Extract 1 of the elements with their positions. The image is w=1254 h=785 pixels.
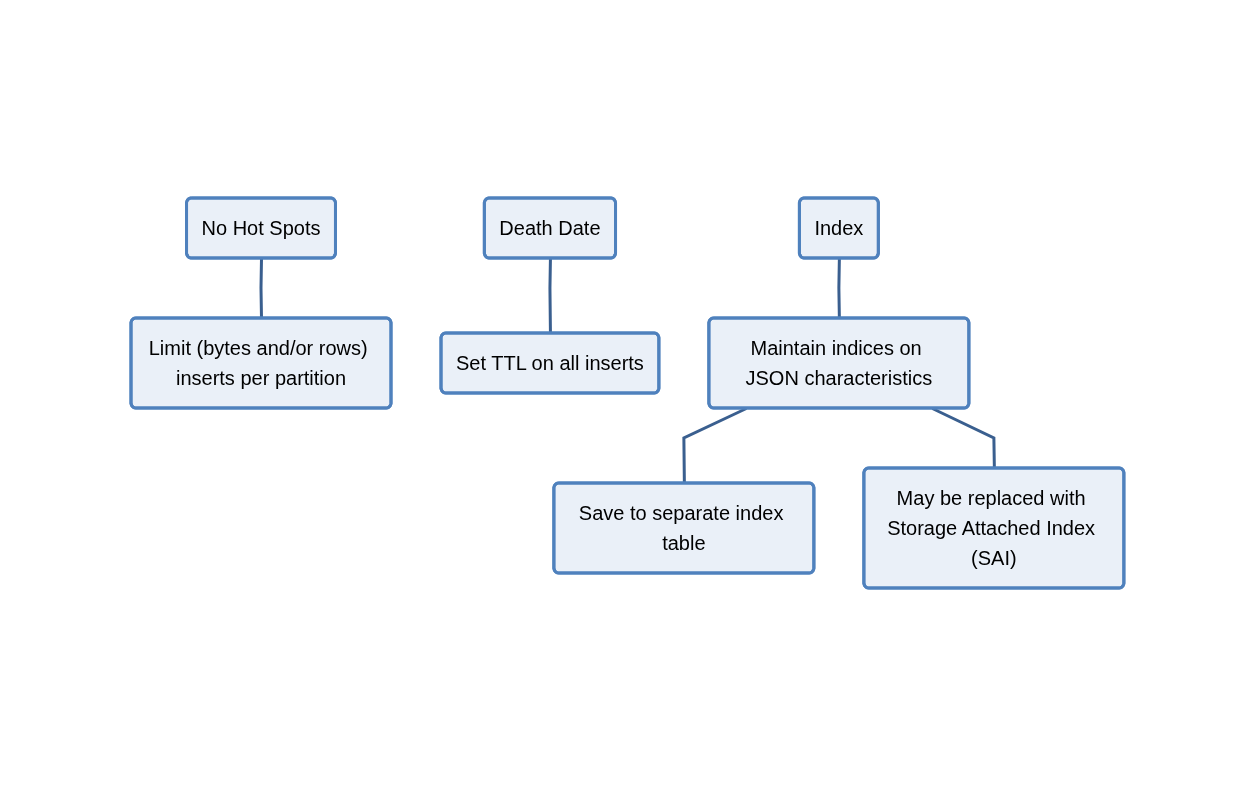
connector — [548, 257, 552, 333]
